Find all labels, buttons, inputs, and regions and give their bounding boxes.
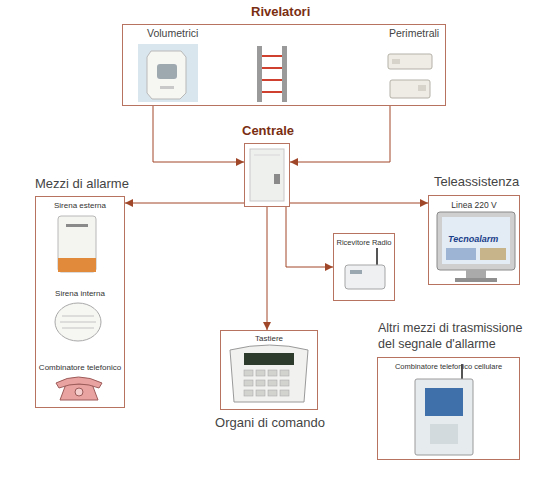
signal-arrow: [267, 207, 268, 330]
magnetic-contacts: [388, 54, 432, 98]
internal-siren: [55, 303, 101, 341]
volumetric-sensor: [138, 44, 198, 102]
external-siren: [58, 216, 96, 272]
monitor: [437, 212, 515, 282]
telephone-dialer: [56, 377, 102, 400]
component-box: Centrale: [244, 143, 290, 207]
node-label: Combinatore telefonico: [36, 363, 124, 373]
keypad: [230, 345, 308, 402]
node-heading: Teleassistenza: [434, 174, 519, 190]
signal-arrow: [125, 203, 244, 204]
node-label: Organi di comando: [199, 415, 341, 431]
node-label: Perimetrali: [389, 27, 439, 40]
control-panel: [250, 149, 284, 201]
component-box: TastiereOrgani di comando: [220, 330, 318, 410]
component-box: Altri mezzi di trasmissione del segnale …: [377, 357, 520, 460]
component-box: Ricevitore Radio: [333, 233, 395, 301]
node-heading: Ricevitore Radio: [334, 238, 394, 247]
component-box: RivelatoriVolumetriciPerimetrali: [122, 24, 446, 106]
node-label: Sirena esterna: [36, 201, 124, 211]
brand-label: Tecnoalarm: [448, 234, 498, 245]
node-label: Linea 220 V: [429, 200, 519, 210]
signal-arrow: [290, 106, 390, 162]
node-heading: Altri mezzi di trasmissione del segnale …: [378, 320, 533, 352]
node-heading: Tastiere: [221, 334, 317, 344]
signal-arrow: [290, 203, 428, 204]
node-heading: Centrale: [242, 123, 294, 139]
node-label: Sirena interna: [36, 289, 124, 299]
signal-arrow: [286, 207, 333, 267]
cellular-dialer: [415, 364, 473, 455]
radio-receiver: [345, 248, 385, 289]
signal-arrow: [153, 106, 244, 162]
node-label: Volumetrici: [147, 27, 198, 40]
perimeter-barrier: [257, 46, 287, 102]
node-heading: Mezzi di allarme: [35, 176, 129, 192]
component-box: Mezzi di allarmeSirena esternaSirena int…: [35, 196, 125, 408]
node-label: Combinatore telefonico cellulare: [378, 362, 519, 371]
node-heading: Rivelatori: [251, 4, 310, 20]
